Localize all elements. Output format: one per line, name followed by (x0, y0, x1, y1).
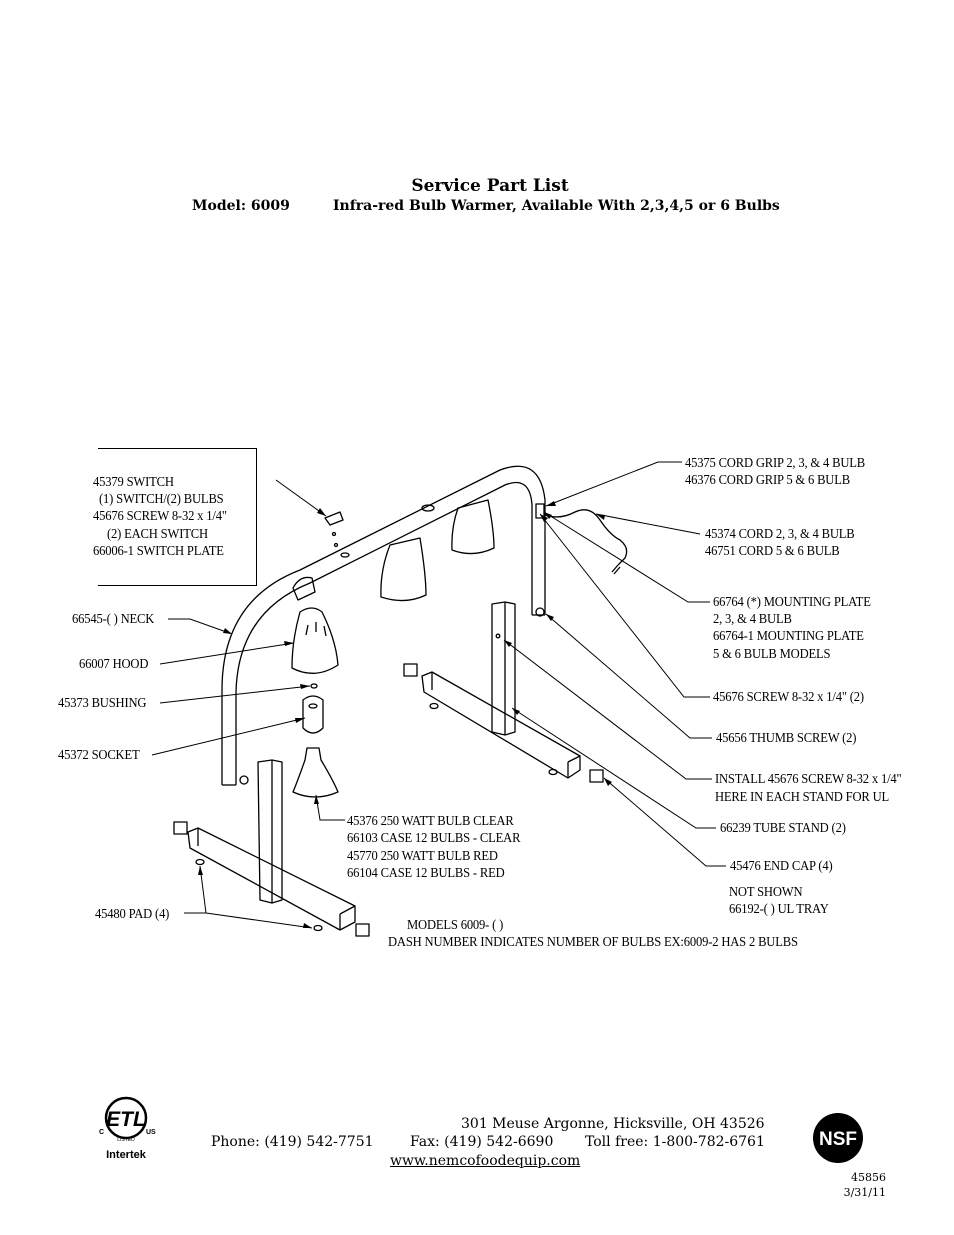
nsf-logo: NSF (813, 1113, 863, 1163)
page-title: Service Part List (411, 176, 569, 196)
callout-cord-2: 46751 CORD 5 & 6 BULB (705, 544, 840, 559)
leader-hood (159, 642, 295, 665)
callout-thumb-screw: 45656 THUMB SCREW (2) (716, 731, 857, 746)
models-note-1: MODELS 6009- ( ) (407, 918, 504, 933)
pad (548, 768, 558, 776)
callout-pad: 45480 PAD (4) (95, 907, 170, 922)
callout-bulb-2: 66103 CASE 12 BULBS - CLEAR (347, 831, 521, 846)
leader-socket (151, 717, 306, 756)
frame-tube-outer (221, 465, 546, 785)
power-cord (544, 509, 628, 566)
callout-bulb-3: 45770 250 WATT BULB RED (347, 849, 498, 864)
frame-tube-inner (235, 481, 533, 785)
hood (291, 607, 339, 674)
footer-fax: Fax: (419) 542-6690 (410, 1134, 554, 1150)
callout-bulb-4: 66104 CASE 12 BULBS - RED (347, 866, 505, 881)
end-cap (355, 923, 370, 937)
switch-plate-slot (421, 504, 435, 512)
cord-grip (535, 503, 545, 519)
callout-end-cap: 45476 END CAP (4) (730, 859, 833, 874)
bushing (310, 683, 318, 689)
callout-switch-1: 45379 SWITCH (93, 475, 174, 490)
callout-cord-grip-2: 46376 CORD GRIP 5 & 6 BULB (685, 473, 850, 488)
callout-mounting-plate-4: 5 & 6 BULB MODELS (713, 647, 831, 662)
callout-socket: 45372 SOCKET (58, 748, 140, 763)
leader-mounting-plate (543, 511, 710, 603)
nsf-logo-text: NSF (819, 1129, 857, 1150)
callout-cord-grip-1: 45375 CORD GRIP 2, 3, & 4 BULB (685, 456, 866, 471)
callout-tube-stand: 66239 TUBE STAND (2) (720, 821, 846, 836)
leader-tube-stand (511, 707, 716, 829)
leader-cord (595, 513, 701, 535)
leader-switch (275, 479, 327, 517)
etl-logo-maker: Intertek (106, 1149, 147, 1161)
pad (429, 702, 439, 710)
not-shown-label: NOT SHOWN (729, 885, 803, 900)
models-note-2: DASH NUMBER INDICATES NUMBER OF BULBS EX… (388, 935, 798, 950)
callout-neck: 66545-( ) NECK (72, 612, 155, 627)
callout-bulb-1: 45376 250 WATT BULB CLEAR (347, 814, 514, 829)
etl-logo-listed: LISTED (117, 1137, 135, 1143)
neck-bracket (292, 576, 316, 601)
callout-hood: 66007 HOOD (79, 657, 149, 672)
callout-mounting-plate-2: 2, 3, & 4 BULB (713, 612, 792, 627)
leader-bulb (315, 794, 345, 821)
footer-phone: Phone: (419) 542-7751 (211, 1134, 374, 1150)
callout-install-2: HERE IN EACH STAND FOR UL (715, 790, 890, 805)
hanging-hood-2 (451, 499, 495, 555)
callout-install-1: INSTALL 45676 SCREW 8-32 x 1/4" (715, 772, 902, 787)
callout-cord-1: 45374 CORD 2, 3, & 4 BULB (705, 527, 855, 542)
etl-logo-text: ETL (106, 1108, 146, 1131)
etl-listed-logo: ETL C US LISTED Intertek (99, 1096, 156, 1161)
bulb (292, 747, 339, 798)
callout-mounting-plate-1: 66764 (*) MOUNTING PLATE (713, 595, 871, 610)
leader-thumb-screw (545, 613, 712, 739)
callout-bushing: 45373 BUSHING (58, 696, 147, 711)
leader-end-cap (603, 777, 726, 867)
right-tube-stand (491, 601, 516, 736)
not-shown-ul-tray: 66192-( ) UL TRAY (729, 902, 829, 917)
right-stand-base (421, 671, 581, 779)
model-number: Model: 6009 (192, 198, 290, 214)
left-tube-stand (257, 759, 283, 904)
footer-address: 301 Meuse Argonne, Hicksville, OH 43526 (461, 1116, 765, 1132)
leader-install (503, 639, 712, 780)
end-cap (589, 769, 604, 783)
document-number: 45856 (851, 1171, 886, 1184)
callout-mounting-plate-3: 66764-1 MOUNTING PLATE (713, 629, 864, 644)
socket (302, 695, 324, 734)
switch-part (324, 511, 344, 526)
leader-pad (184, 865, 313, 929)
callout-switch-3: 45676 SCREW 8-32 x 1/4" (93, 509, 227, 524)
thumb-screw (535, 607, 545, 617)
callout-switch-2: (1) SWITCH/(2) BULBS (99, 492, 224, 507)
end-cap (173, 821, 188, 835)
pad (313, 924, 323, 932)
callout-switch-5: 66006-1 SWITCH PLATE (93, 544, 224, 559)
callout-screw: 45676 SCREW 8-32 x 1/4" (2) (713, 690, 864, 705)
leader-screw (539, 513, 710, 698)
leader-neck (168, 618, 233, 635)
hanging-hood-1 (380, 537, 427, 602)
leader-cord-grip (545, 461, 682, 507)
callout-switch-4: (2) EACH SWITCH (107, 527, 208, 542)
footer-website-link[interactable]: www.nemcofoodequip.com (390, 1153, 581, 1169)
pad (195, 858, 205, 866)
document-date: 3/31/11 (843, 1186, 886, 1199)
switch-callout-box (98, 448, 257, 586)
footer-tollfree: Toll free: 1-800-782-6761 (585, 1134, 765, 1150)
etl-logo-us: US (146, 1129, 156, 1136)
model-description: Infra-red Bulb Warmer, Available With 2,… (333, 198, 780, 214)
end-cap (403, 663, 418, 677)
leader-bushing (159, 685, 311, 704)
etl-logo-c: C (99, 1129, 104, 1136)
